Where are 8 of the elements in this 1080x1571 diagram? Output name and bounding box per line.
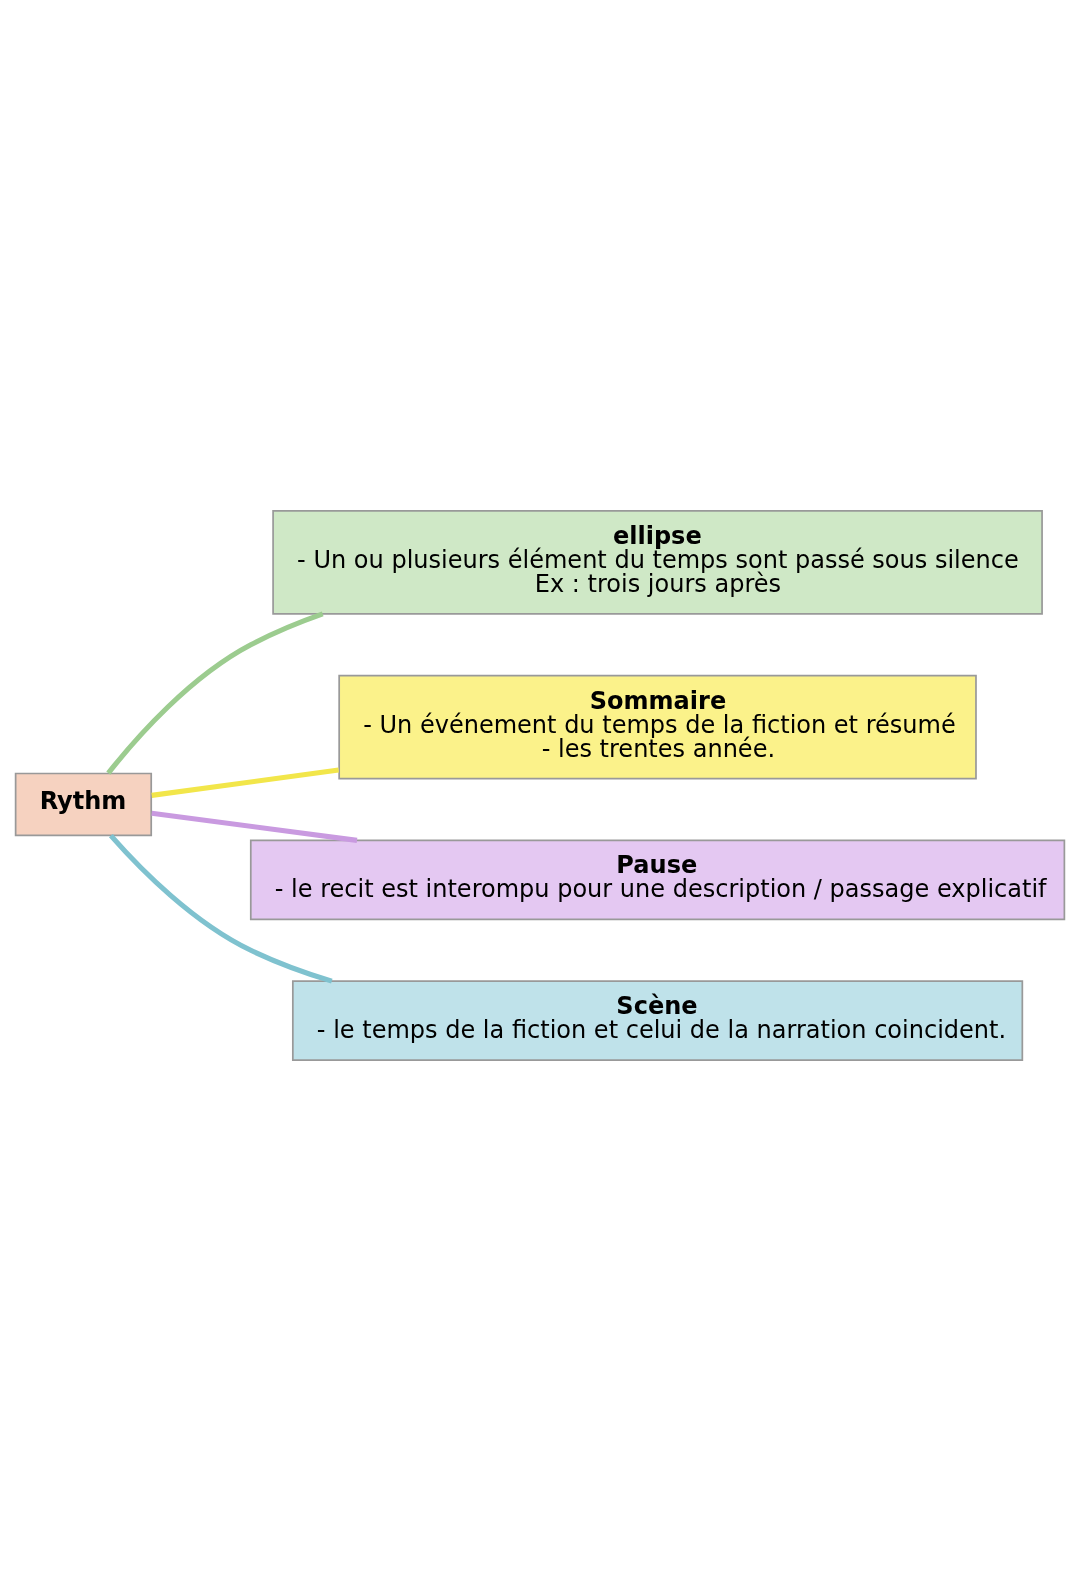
node-box: Pause - le recit est interompu pour une description / passage explicatif — [249, 839, 1066, 921]
connector — [108, 833, 333, 984]
node-box: Sommaire - Un événement du temps de la fiction et résumé - les trentes année. — [338, 674, 977, 780]
connector — [151, 767, 339, 798]
node-box: Rythm — [14, 772, 153, 837]
node-box: Scène - le temps de la fiction et celui de la narration coincident. — [291, 980, 1024, 1061]
connector — [106, 611, 324, 775]
node-box: ellipse - Un ou plusieurs élément du temps sont passé sous silence Ex : trois jours après — [272, 510, 1043, 615]
